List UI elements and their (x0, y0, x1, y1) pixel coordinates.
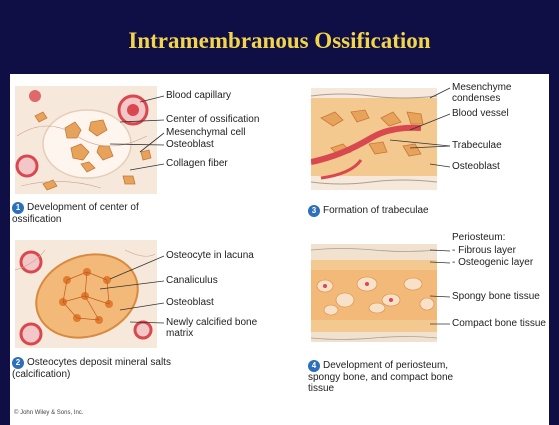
copyright-text: © John Wiley & Sons, Inc. (14, 410, 83, 416)
leader-lines (10, 74, 549, 425)
slide-title: Intramembranous Ossification (0, 28, 559, 54)
diagram-panel: Blood capillary Center of ossification M… (10, 74, 549, 425)
